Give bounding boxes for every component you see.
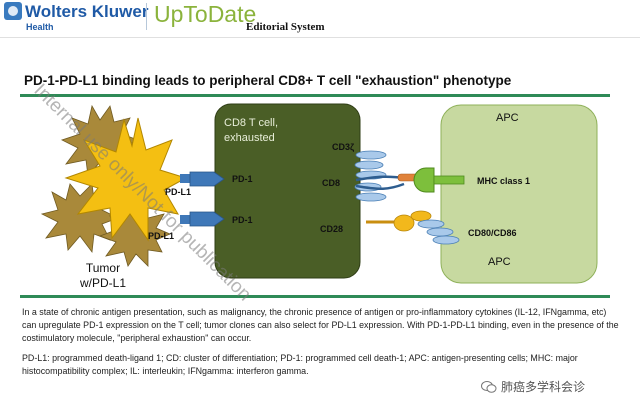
- cd28-receptor: [393, 214, 415, 232]
- abbreviations: PD-L1: programmed death-ligand 1; CD: cl…: [22, 353, 578, 376]
- apc-label-top: APC: [496, 112, 519, 124]
- mhc-stalk: [433, 175, 465, 185]
- wolters-kluwer-logo-icon: [4, 2, 22, 20]
- header-bar: Wolters Kluwer Health UpToDate Editorial…: [0, 0, 640, 34]
- mhc-class1: [413, 167, 435, 193]
- cd80-label: CD80/CD86: [468, 228, 517, 238]
- cd28-label: CD28: [320, 224, 343, 234]
- tumor-cell-front: [64, 117, 188, 242]
- cd3z-label: CD3ζ: [332, 142, 354, 152]
- product-logo: UpToDate: [154, 1, 257, 27]
- pd1-bottom-label: PD-1: [232, 215, 253, 225]
- pd1-bottom-receptor: [189, 211, 225, 227]
- apc-label-bottom: APC: [488, 256, 511, 268]
- t-cell: [214, 103, 361, 279]
- cd3z-receptor: [354, 150, 387, 202]
- apc-cell: [440, 104, 598, 284]
- tumor-label-line1: Tumor: [86, 261, 120, 275]
- tcell-label-line1: CD8 T cell,: [224, 117, 278, 129]
- title-rule-top: [20, 94, 610, 97]
- title-rule-bottom: [20, 295, 610, 298]
- pd1-top-label: PD-1: [232, 174, 253, 184]
- cd80-cd86-stack: [417, 219, 460, 245]
- cd8-label: CD8: [322, 178, 340, 188]
- pdl1-top-ligand: [180, 174, 190, 183]
- system-name: Editorial System: [246, 21, 325, 33]
- badge-label: 肺癌多学科会诊: [501, 380, 586, 394]
- figure-caption: In a state of chronic antigen presentati…: [22, 307, 619, 343]
- cd80-ligand: [410, 210, 432, 222]
- wechat-badge: 肺癌多学科会诊: [481, 378, 585, 395]
- pdl1-top-label: PD-L1: [165, 187, 191, 197]
- mhc-label: MHC class 1: [477, 176, 530, 186]
- tumor-label-line2: w/PD-L1: [79, 276, 126, 290]
- pdl1-bottom-label: PD-L1: [148, 231, 174, 241]
- brand-name: Wolters Kluwer: [25, 2, 149, 21]
- tcell-label-line2: exhausted: [224, 132, 275, 144]
- cd8-stalk: [355, 182, 405, 190]
- header-rule: [0, 37, 640, 38]
- pdl1-bottom-ligand: [180, 215, 190, 224]
- brand-subtitle: Health: [26, 22, 54, 32]
- header-divider: [146, 3, 147, 30]
- wechat-icon: [481, 380, 497, 393]
- pd1-top-receptor: [189, 171, 225, 187]
- figure-title: PD-1-PD-L1 binding leads to peripheral C…: [24, 73, 512, 88]
